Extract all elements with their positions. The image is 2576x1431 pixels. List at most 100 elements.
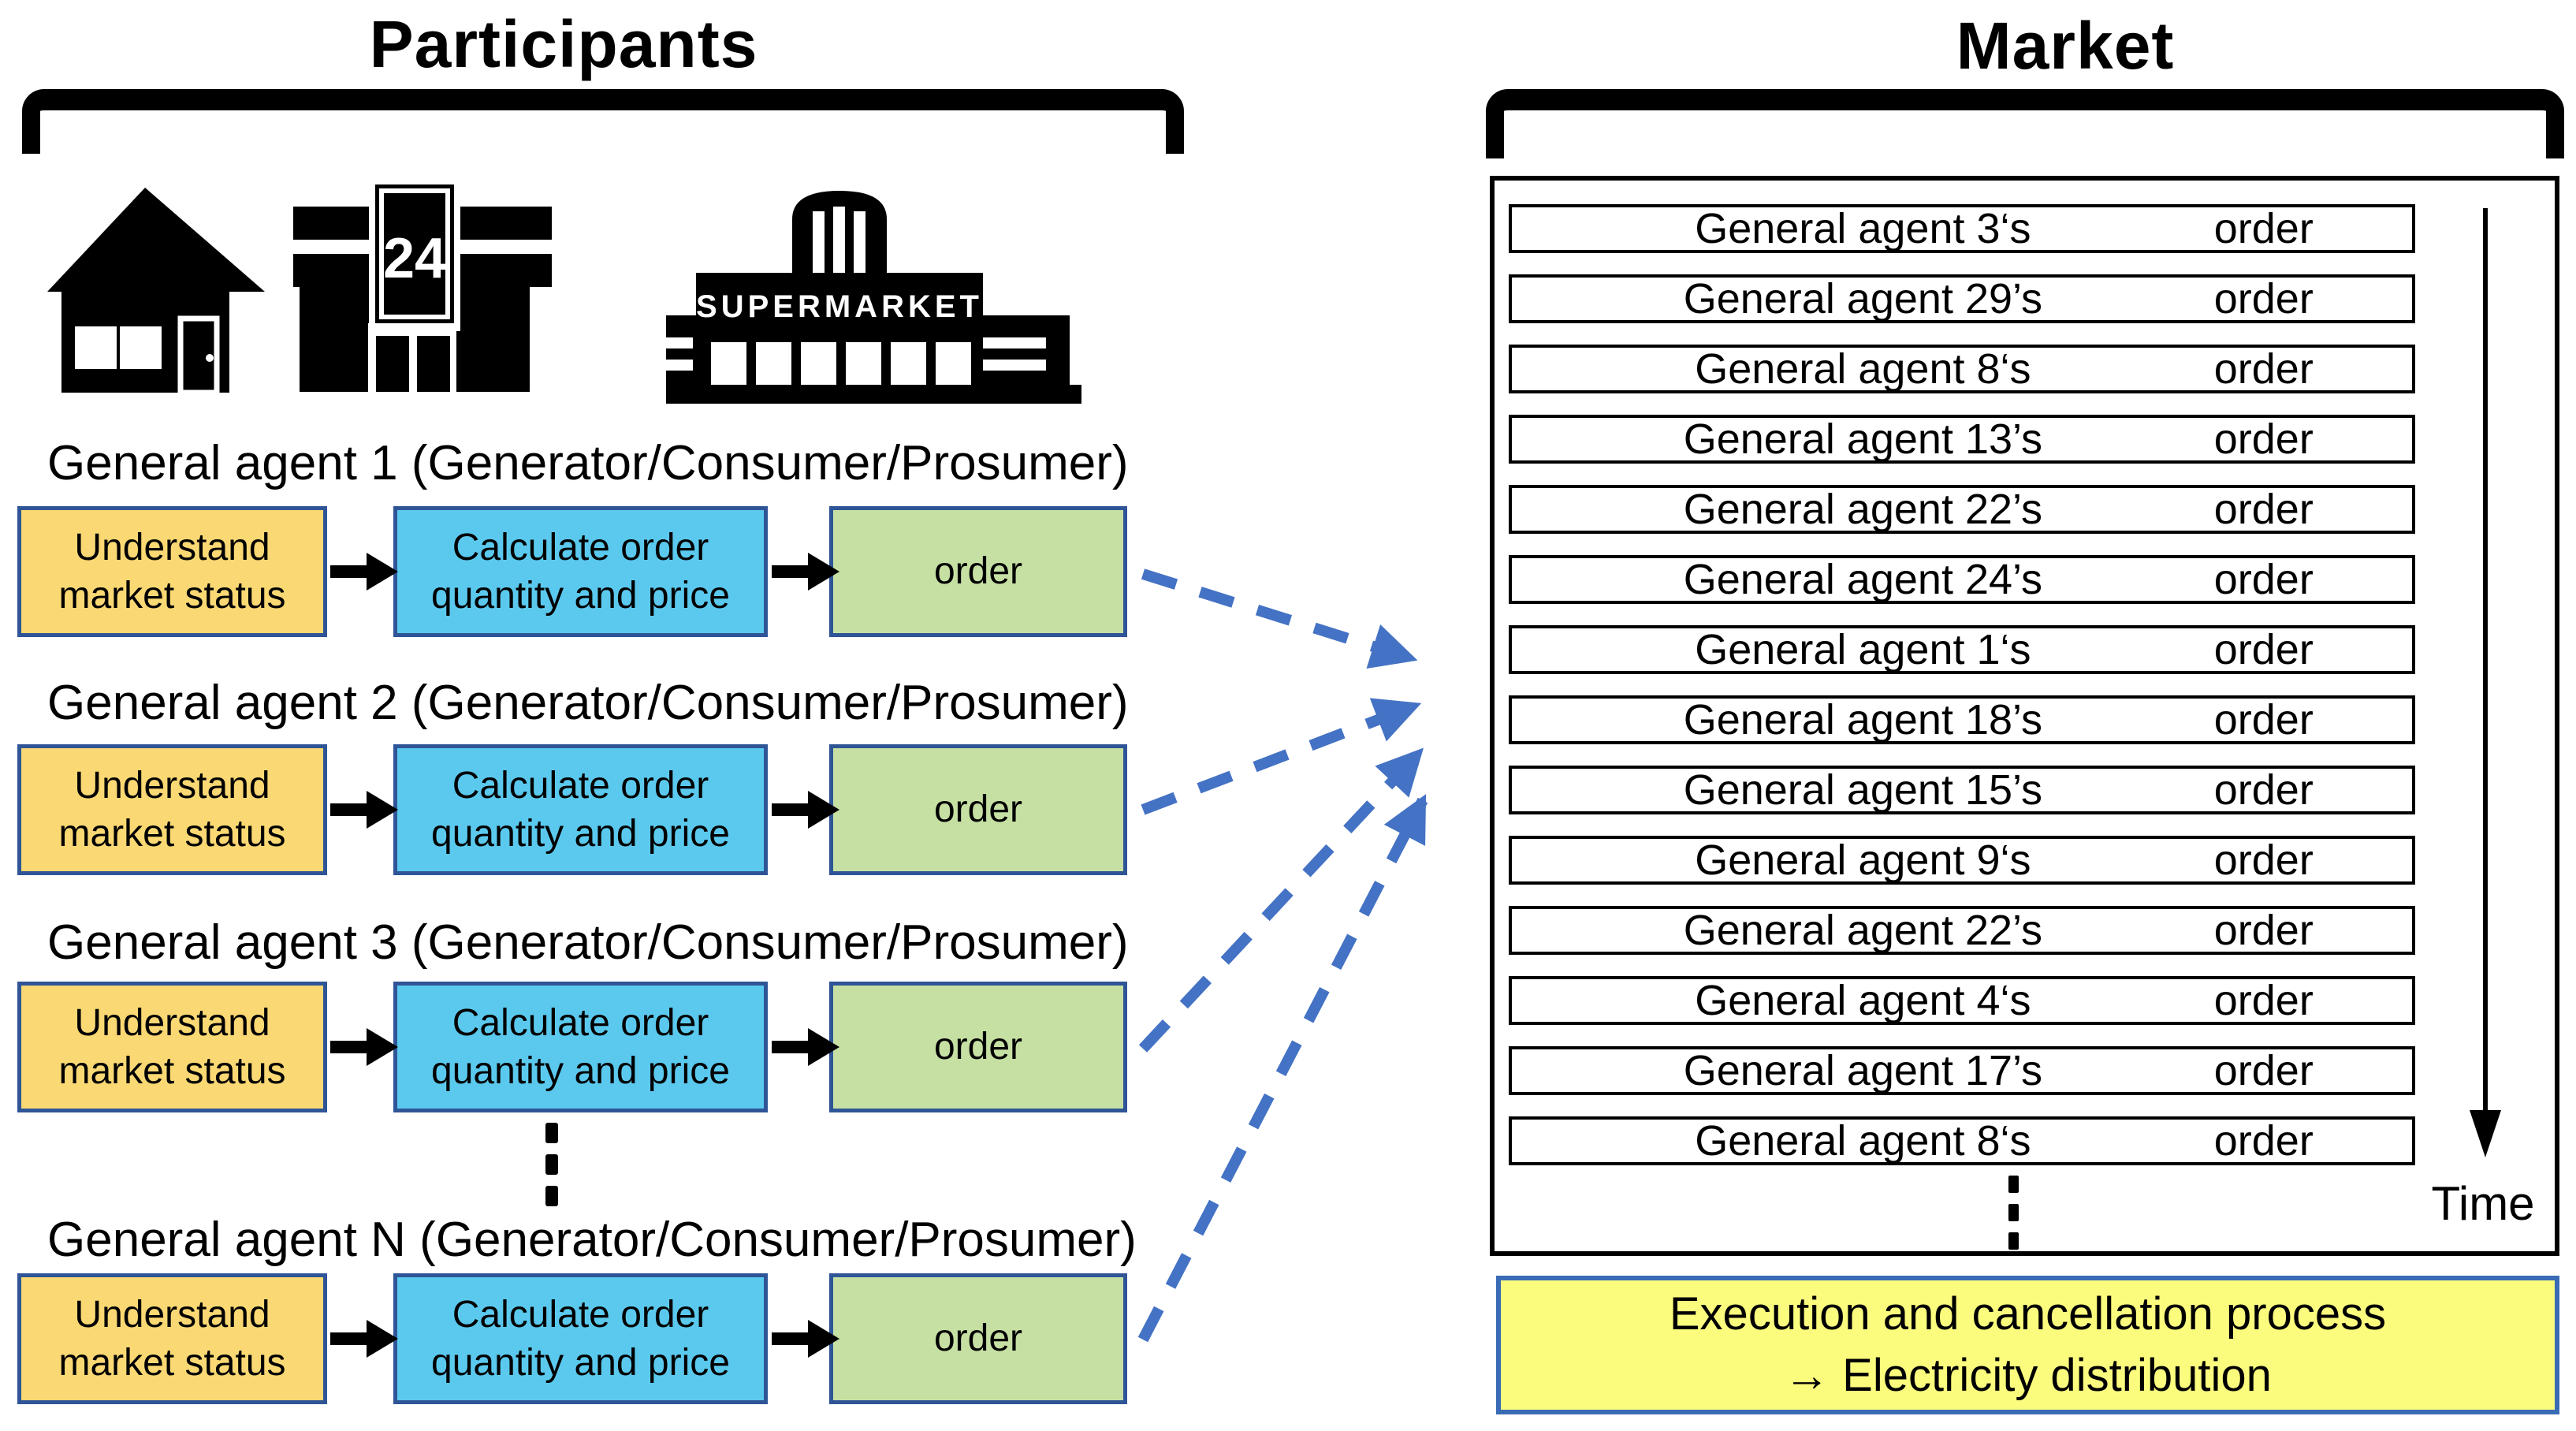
step-box-text: order bbox=[933, 788, 1023, 831]
black-arrow-icon bbox=[772, 1320, 839, 1358]
order-word: order bbox=[2213, 977, 2314, 1024]
step-box-text: order bbox=[933, 1026, 1023, 1068]
order-agent-name: General agent 8‘s bbox=[1695, 1117, 2031, 1165]
black-arrow-icon bbox=[772, 791, 839, 829]
participants-bracket bbox=[22, 89, 1184, 154]
black-arrow-icon bbox=[330, 1028, 398, 1066]
order-row: General agent 8‘s order bbox=[1509, 1116, 2415, 1165]
agent-label-4: General agent N (Generator/Consumer/Pros… bbox=[47, 1213, 1137, 1267]
step-box-text: Understand bbox=[74, 1001, 270, 1044]
order-agent-name: General agent 4‘s bbox=[1695, 977, 2031, 1024]
order-row: General agent 22’s order bbox=[1509, 485, 2415, 534]
supermarket-icon: SUPERMARKET bbox=[666, 191, 1081, 404]
step-box-green: order bbox=[829, 744, 1127, 875]
step-box-yellow: Understand market status bbox=[17, 744, 327, 875]
order-word: order bbox=[2213, 907, 2314, 954]
step-box-text: Calculate order bbox=[452, 1293, 709, 1336]
step-box-yellow: Understand market status bbox=[17, 982, 327, 1112]
order-word: order bbox=[2213, 345, 2314, 393]
market-title: Market bbox=[1956, 9, 2175, 83]
order-agent-name: General agent 18’s bbox=[1683, 696, 2043, 743]
order-word: order bbox=[2213, 1047, 2314, 1094]
step-box-green: order bbox=[829, 1273, 1127, 1404]
black-arrow-icon bbox=[772, 553, 839, 591]
participants-title: Participants bbox=[369, 7, 758, 81]
step-box-blue: Calculate order quantity and price bbox=[393, 744, 768, 875]
store-24-sign: 24 bbox=[383, 227, 446, 290]
order-agent-name: General agent 9‘s bbox=[1695, 837, 2031, 884]
step-box-text: quantity and price bbox=[431, 1050, 730, 1092]
order-agent-name: General agent 17’s bbox=[1683, 1047, 2043, 1094]
step-box-text: Calculate order bbox=[452, 526, 709, 568]
step-box-blue: Calculate order quantity and price bbox=[393, 982, 768, 1112]
execution-line-2: → Electricity distribution bbox=[1784, 1350, 2272, 1401]
order-row: General agent 8‘s order bbox=[1509, 345, 2415, 393]
step-box-text: market status bbox=[58, 575, 286, 617]
time-arrow bbox=[2470, 208, 2501, 1157]
step-box-text: order bbox=[933, 1317, 1023, 1360]
order-agent-name: General agent 1‘s bbox=[1695, 626, 2031, 673]
order-word: order bbox=[2213, 626, 2314, 673]
agent-label-3: General agent 3 (Generator/Consumer/Pros… bbox=[47, 915, 1129, 970]
order-row: General agent 15’s order bbox=[1509, 766, 2415, 814]
black-arrow-icon bbox=[330, 791, 398, 829]
step-box-text: order bbox=[933, 550, 1023, 593]
step-box-text: quantity and price bbox=[431, 575, 730, 617]
order-row: General agent 9‘s order bbox=[1509, 836, 2415, 885]
agent-label-2: General agent 2 (Generator/Consumer/Pros… bbox=[47, 676, 1129, 730]
order-flow-arrows bbox=[1137, 568, 1428, 1343]
supermarket-sign: SUPERMARKET bbox=[696, 289, 983, 324]
step-box-green: order bbox=[829, 982, 1127, 1112]
step-box-text: Calculate order bbox=[452, 1001, 709, 1044]
order-word: order bbox=[2213, 1117, 2314, 1165]
order-word: order bbox=[2213, 696, 2314, 743]
order-word: order bbox=[2213, 205, 2314, 252]
step-box-text: Understand bbox=[74, 764, 270, 807]
order-row: General agent 18’s order bbox=[1509, 695, 2415, 744]
order-agent-name: General agent 24’s bbox=[1683, 556, 2043, 603]
step-box-text: market status bbox=[58, 1050, 286, 1092]
step-box-green: order bbox=[829, 506, 1127, 637]
market-bracket bbox=[1486, 89, 2564, 158]
step-box-text: quantity and price bbox=[431, 813, 730, 855]
order-word: order bbox=[2213, 486, 2314, 533]
convenience-store-icon: 24 bbox=[293, 181, 552, 392]
order-word: order bbox=[2213, 556, 2314, 603]
step-box-text: market status bbox=[58, 813, 286, 855]
order-row: General agent 22’s order bbox=[1509, 906, 2415, 955]
step-box-text: quantity and price bbox=[431, 1342, 730, 1384]
order-row: General agent 1‘s order bbox=[1509, 625, 2415, 674]
order-agent-name: General agent 13’s bbox=[1683, 416, 2043, 463]
black-arrow-icon bbox=[330, 553, 398, 591]
order-word: order bbox=[2213, 416, 2314, 463]
order-agent-name: General agent 3‘s bbox=[1695, 205, 2031, 252]
agent-label-1: General agent 1 (Generator/Consumer/Pros… bbox=[47, 436, 1129, 490]
black-arrow-icon bbox=[772, 1028, 839, 1066]
step-box-yellow: Understand market status bbox=[17, 1273, 327, 1404]
house-icon bbox=[47, 188, 265, 393]
execution-line-1: Execution and cancellation process bbox=[1669, 1288, 2387, 1340]
order-word: order bbox=[2213, 275, 2314, 322]
order-row: General agent 17’s order bbox=[1509, 1046, 2415, 1095]
order-agent-name: General agent 15’s bbox=[1683, 766, 2043, 814]
black-arrow-icon bbox=[330, 1320, 398, 1358]
time-label: Time bbox=[2431, 1177, 2535, 1230]
order-row: General agent 24’s order bbox=[1509, 555, 2415, 604]
order-agent-name: General agent 22’s bbox=[1683, 907, 2043, 954]
order-agent-name: General agent 22’s bbox=[1683, 486, 2043, 533]
order-row: General agent 13’s order bbox=[1509, 415, 2415, 464]
order-word: order bbox=[2213, 766, 2314, 814]
step-box-blue: Calculate order quantity and price bbox=[393, 1273, 768, 1404]
step-box-text: market status bbox=[58, 1342, 286, 1384]
execution-process-box: Execution and cancellation process → Ele… bbox=[1496, 1276, 2559, 1414]
order-word: order bbox=[2213, 837, 2314, 884]
order-row: General agent 4‘s order bbox=[1509, 976, 2415, 1025]
step-box-text: Calculate order bbox=[452, 764, 709, 807]
orders-ellipsis bbox=[2008, 1176, 2019, 1261]
step-box-text: Understand bbox=[74, 1293, 270, 1336]
step-box-blue: Calculate order quantity and price bbox=[393, 506, 768, 637]
order-agent-name: General agent 8‘s bbox=[1695, 345, 2031, 393]
